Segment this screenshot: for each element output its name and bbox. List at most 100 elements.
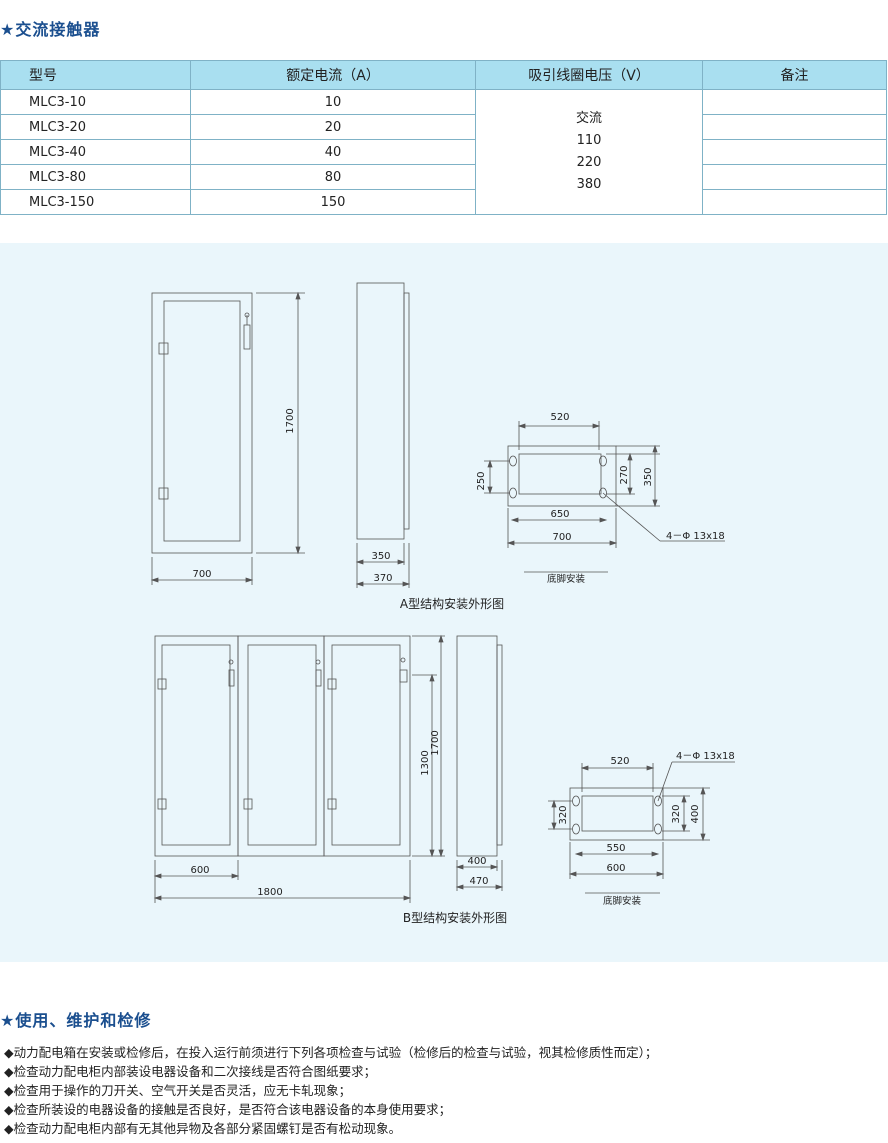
b-side-door-edge <box>496 644 503 846</box>
cell-remarks <box>702 114 887 140</box>
a-side-door-edge <box>403 292 410 530</box>
table-row: MLC3-80 80 <box>0 164 887 190</box>
table-header-row: 型号 额定电流（A） 吸引线圈电压（V） 备注 <box>0 60 887 90</box>
b-handle <box>399 669 408 683</box>
cell-remarks <box>702 164 887 190</box>
b-base-caption: 底脚安装 <box>603 895 642 907</box>
b-cabinet-3 <box>323 635 411 857</box>
col-header-coil: 吸引线圈电压（V） <box>475 60 703 90</box>
a-base-r2-label: 350 <box>643 467 654 486</box>
note-item: ◆动力配电箱在安装或检修后，在投入运行前须进行下列各项检查与试验（检修后的检查与… <box>4 1045 658 1060</box>
b-cabinet-1 <box>154 635 239 857</box>
cell-current: 10 <box>190 89 476 115</box>
b-base-r1-label: 320 <box>671 804 682 823</box>
b-hinge <box>243 798 253 810</box>
b-base-r2-label: 400 <box>690 804 701 823</box>
b-handle <box>228 669 235 687</box>
cell-coil-voltage: 交流 110 220 380 <box>475 89 703 215</box>
b-door-1 <box>161 644 231 846</box>
a-base-hole <box>599 487 607 499</box>
note-item: ◆检查用于操作的刀开关、空气开关是否灵活，应无卡轧现象； <box>4 1083 352 1098</box>
b-unit-width-label: 600 <box>190 865 209 876</box>
cell-model: MLC3-20 <box>0 114 191 140</box>
table-row: MLC3-150 150 <box>0 189 887 215</box>
cell-model: MLC3-40 <box>0 139 191 165</box>
section-title-maintenance: ★使用、维护和检修 <box>0 1011 152 1030</box>
b-depth-outer-label: 470 <box>469 876 488 887</box>
cell-model: MLC3-150 <box>0 189 191 215</box>
cell-model: MLC3-80 <box>0 164 191 190</box>
a-base-top-label: 520 <box>550 412 569 423</box>
a-cabinet-side <box>356 282 405 540</box>
table-row: MLC3-40 40 <box>0 139 887 165</box>
section-title-contactor: ★交流接触器 <box>0 20 101 39</box>
a-base-bot-label: 700 <box>552 532 571 543</box>
cell-current: 150 <box>190 189 476 215</box>
coil-voltage-380: 380 <box>576 177 602 192</box>
b-caption: B型结构安装外形图 <box>403 910 507 925</box>
a-hinge-bottom <box>158 487 169 500</box>
b-cabinet-2 <box>237 635 325 857</box>
a-depth-inner-label: 350 <box>371 551 390 562</box>
coil-voltage-type: 交流 <box>575 111 602 126</box>
b-handle <box>315 669 322 687</box>
b-base-hole <box>572 823 580 835</box>
a-base-r1-label: 270 <box>619 465 630 484</box>
table-row: MLC3-20 20 <box>0 114 887 140</box>
note-item: ◆检查所装设的电器设备的接触是否良好，是否符合该电器设备的本身使用要求； <box>4 1102 452 1117</box>
note-item: ◆检查动力配电柜内部装设电器设备和二次接线是否符合图纸要求； <box>4 1064 377 1079</box>
b-door-3 <box>331 644 401 846</box>
b-height-1300-label: 1300 <box>420 750 431 775</box>
a-base-hole <box>509 487 517 499</box>
cell-current: 20 <box>190 114 476 140</box>
coil-voltage-110: 110 <box>576 133 602 148</box>
b-base-inner <box>581 795 654 832</box>
b-base-outer <box>569 787 664 841</box>
cell-current: 80 <box>190 164 476 190</box>
a-hinge-top <box>158 342 169 355</box>
coil-voltage-220: 220 <box>576 155 602 170</box>
b-base-hole <box>654 823 662 835</box>
table-row: MLC3-10 10 交流 110 220 380 <box>0 89 887 215</box>
a-depth-outer-label: 370 <box>373 573 392 584</box>
a-base-caption: 底脚安装 <box>547 573 586 585</box>
b-hinge <box>157 678 167 690</box>
cell-remarks <box>702 139 887 165</box>
b-hole-label: 4－Φ 13x18 <box>676 751 735 762</box>
a-cabinet-front <box>151 292 253 554</box>
a-hole-label: 4－Φ 13x18 <box>666 531 725 542</box>
a-caption: A型结构安装外形图 <box>400 596 504 611</box>
b-height-1700-label: 1700 <box>430 730 441 755</box>
b-hinge <box>327 798 337 810</box>
cell-current: 40 <box>190 139 476 165</box>
b-hinge <box>157 798 167 810</box>
maintenance-notes: ◆动力配电箱在安装或检修后，在投入运行前须进行下列各项检查与试验（检修后的检查与… <box>4 1043 657 1138</box>
a-base-left-label: 250 <box>476 471 487 490</box>
b-depth-inner-label: 400 <box>467 856 486 867</box>
contactor-spec-table: 型号 额定电流（A） 吸引线圈电压（V） 备注 MLC3-10 10 交流 11… <box>0 60 887 215</box>
a-base-outer <box>507 445 617 507</box>
a-base-mid-label: 650 <box>550 509 569 520</box>
b-base-bot-label: 600 <box>606 863 625 874</box>
drawings-svg: 1700 700 350 370 <box>150 282 735 925</box>
a-height-label: 1700 <box>285 408 296 433</box>
cell-remarks <box>702 89 887 115</box>
drawing-b: 1300 1700 600 1800 <box>153 634 735 925</box>
cell-remarks <box>702 189 887 215</box>
b-total-width-label: 1800 <box>257 887 282 898</box>
a-base-hole <box>599 455 607 467</box>
col-header-model: 型号 <box>0 60 191 90</box>
a-cabinet-door <box>163 300 241 542</box>
b-hinge <box>327 678 337 690</box>
b-base-top-label: 520 <box>610 756 629 767</box>
installation-drawings: 1700 700 350 370 <box>0 243 888 962</box>
note-item: ◆检查动力配电柜内部有无其他异物及各部分紧固螺钉是否有松动现象。 <box>4 1121 402 1136</box>
b-base-hole <box>654 795 662 807</box>
a-width-label: 700 <box>192 569 211 580</box>
b-cabinet-side <box>456 635 498 857</box>
cell-model: MLC3-10 <box>0 89 191 115</box>
a-handle <box>243 324 251 350</box>
b-base-left-label: 320 <box>558 805 569 824</box>
b-base-mid-label: 550 <box>606 843 625 854</box>
b-door-2 <box>247 644 317 846</box>
